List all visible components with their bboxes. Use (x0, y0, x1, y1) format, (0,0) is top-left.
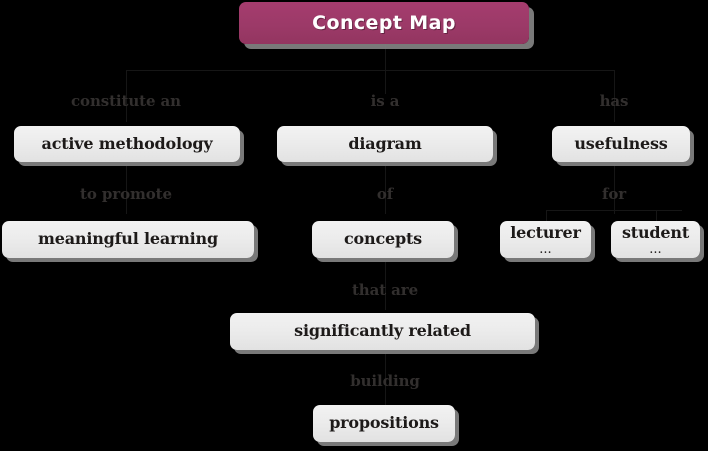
node-label: Concept Map (312, 12, 456, 34)
node-label: usefulness (574, 133, 668, 153)
connector-related-down (385, 352, 386, 405)
node-propositions[interactable]: propositions (313, 405, 455, 442)
node-label: concepts (344, 229, 422, 249)
connector-title-down (385, 44, 386, 94)
connector-to-student (656, 210, 657, 222)
node-meaningful-learning[interactable]: meaningful learning (2, 221, 254, 258)
connector-left-col-down (126, 164, 127, 214)
node-label-group: lecturer ... (510, 221, 581, 257)
link-label-is-a: is a (370, 92, 400, 110)
link-label-constitute-an: constitute an (71, 92, 181, 110)
connector-to-lecturer (546, 210, 547, 222)
node-diagram[interactable]: diagram (277, 126, 493, 162)
node-sublabel: ... (539, 242, 552, 257)
connector-title-across (126, 70, 615, 71)
node-significantly-related[interactable]: significantly related (230, 313, 535, 350)
node-sublabel: ... (649, 242, 662, 257)
connector-lecturer-student (546, 210, 682, 211)
node-lecturer[interactable]: lecturer ... (500, 221, 591, 258)
node-concepts[interactable]: concepts (312, 221, 454, 258)
link-label-that-are: that are (351, 281, 419, 299)
link-label-for: for (601, 185, 627, 203)
connector-right-col-down (614, 164, 615, 214)
node-label: significantly related (294, 321, 471, 341)
link-label-to-promote: to promote (80, 185, 172, 203)
node-label: propositions (329, 413, 439, 433)
node-active-methodology[interactable]: active methodology (14, 126, 240, 162)
node-label: meaningful learning (38, 229, 218, 249)
connector-to-right-col (614, 70, 615, 122)
node-label: lecturer (510, 223, 581, 242)
link-label-of: of (376, 185, 394, 203)
node-label-group: student ... (622, 221, 689, 257)
node-student[interactable]: student ... (611, 221, 700, 258)
connector-to-left-col (126, 70, 127, 122)
link-label-building: building (350, 372, 420, 390)
connector-mid-col-down (385, 164, 386, 214)
node-label: diagram (348, 133, 422, 153)
node-concept-map[interactable]: Concept Map (239, 2, 529, 44)
node-usefulness[interactable]: usefulness (552, 126, 690, 162)
link-label-has: has (599, 92, 629, 110)
node-label: student (621, 223, 690, 242)
node-label: active methodology (41, 133, 213, 153)
connector-concepts-down (385, 262, 386, 310)
